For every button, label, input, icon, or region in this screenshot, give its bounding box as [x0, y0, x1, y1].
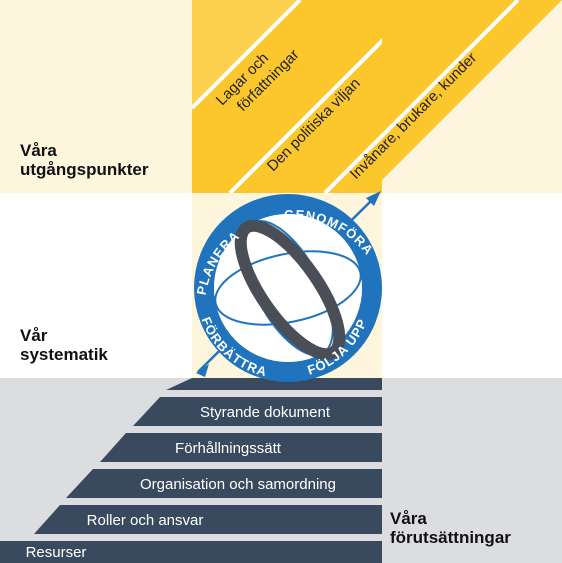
- stair-resurser: [0, 541, 382, 563]
- stair-label-4: Resurser: [26, 544, 87, 561]
- stair-label-0: Styrande dokument: [200, 404, 331, 421]
- stair-roller: [34, 505, 382, 534]
- label-utgangspunkter: Våra utgångspunkter: [20, 141, 148, 179]
- axis-arrow-top-icon: [366, 191, 381, 206]
- stair-label-1: Förhållningssätt: [175, 440, 282, 457]
- label-systematik-line2: systematik: [20, 345, 108, 364]
- stair-styrande: [133, 397, 382, 426]
- forutsattningar-stairs: [0, 378, 382, 563]
- label-systematik-line1: Vår: [20, 326, 48, 345]
- stair-organisation: [66, 469, 382, 498]
- sphere-face: [214, 214, 362, 362]
- top-column: [192, 0, 382, 193]
- label-forutsattningar-line1: Våra: [390, 509, 427, 528]
- dark-orbit-ring: [234, 219, 346, 361]
- label-forutsattningar-line2: förutsättningar: [390, 528, 511, 547]
- label-utgangspunkter-line1: Våra: [20, 141, 57, 160]
- label-systematik: Vår systematik: [20, 326, 108, 364]
- forutsattningar-labels: Styrande dokument Förhållningssätt Organ…: [26, 404, 336, 561]
- label-forutsattningar: Våra förutsättningar: [390, 509, 511, 547]
- label-utgangspunkter-line2: utgångspunkter: [20, 160, 149, 179]
- stair-top-cap: [166, 378, 382, 390]
- utgangspunkter-stripes: [190, 0, 562, 195]
- stair-label-2: Organisation och samordning: [140, 476, 336, 493]
- stair-label-3: Roller och ansvar: [87, 512, 204, 529]
- sphere-equator: [214, 250, 362, 326]
- outer-ring: [194, 194, 382, 382]
- stair-forhallningssatt: [100, 433, 382, 462]
- axis-arrow-bottom-icon: [196, 364, 209, 377]
